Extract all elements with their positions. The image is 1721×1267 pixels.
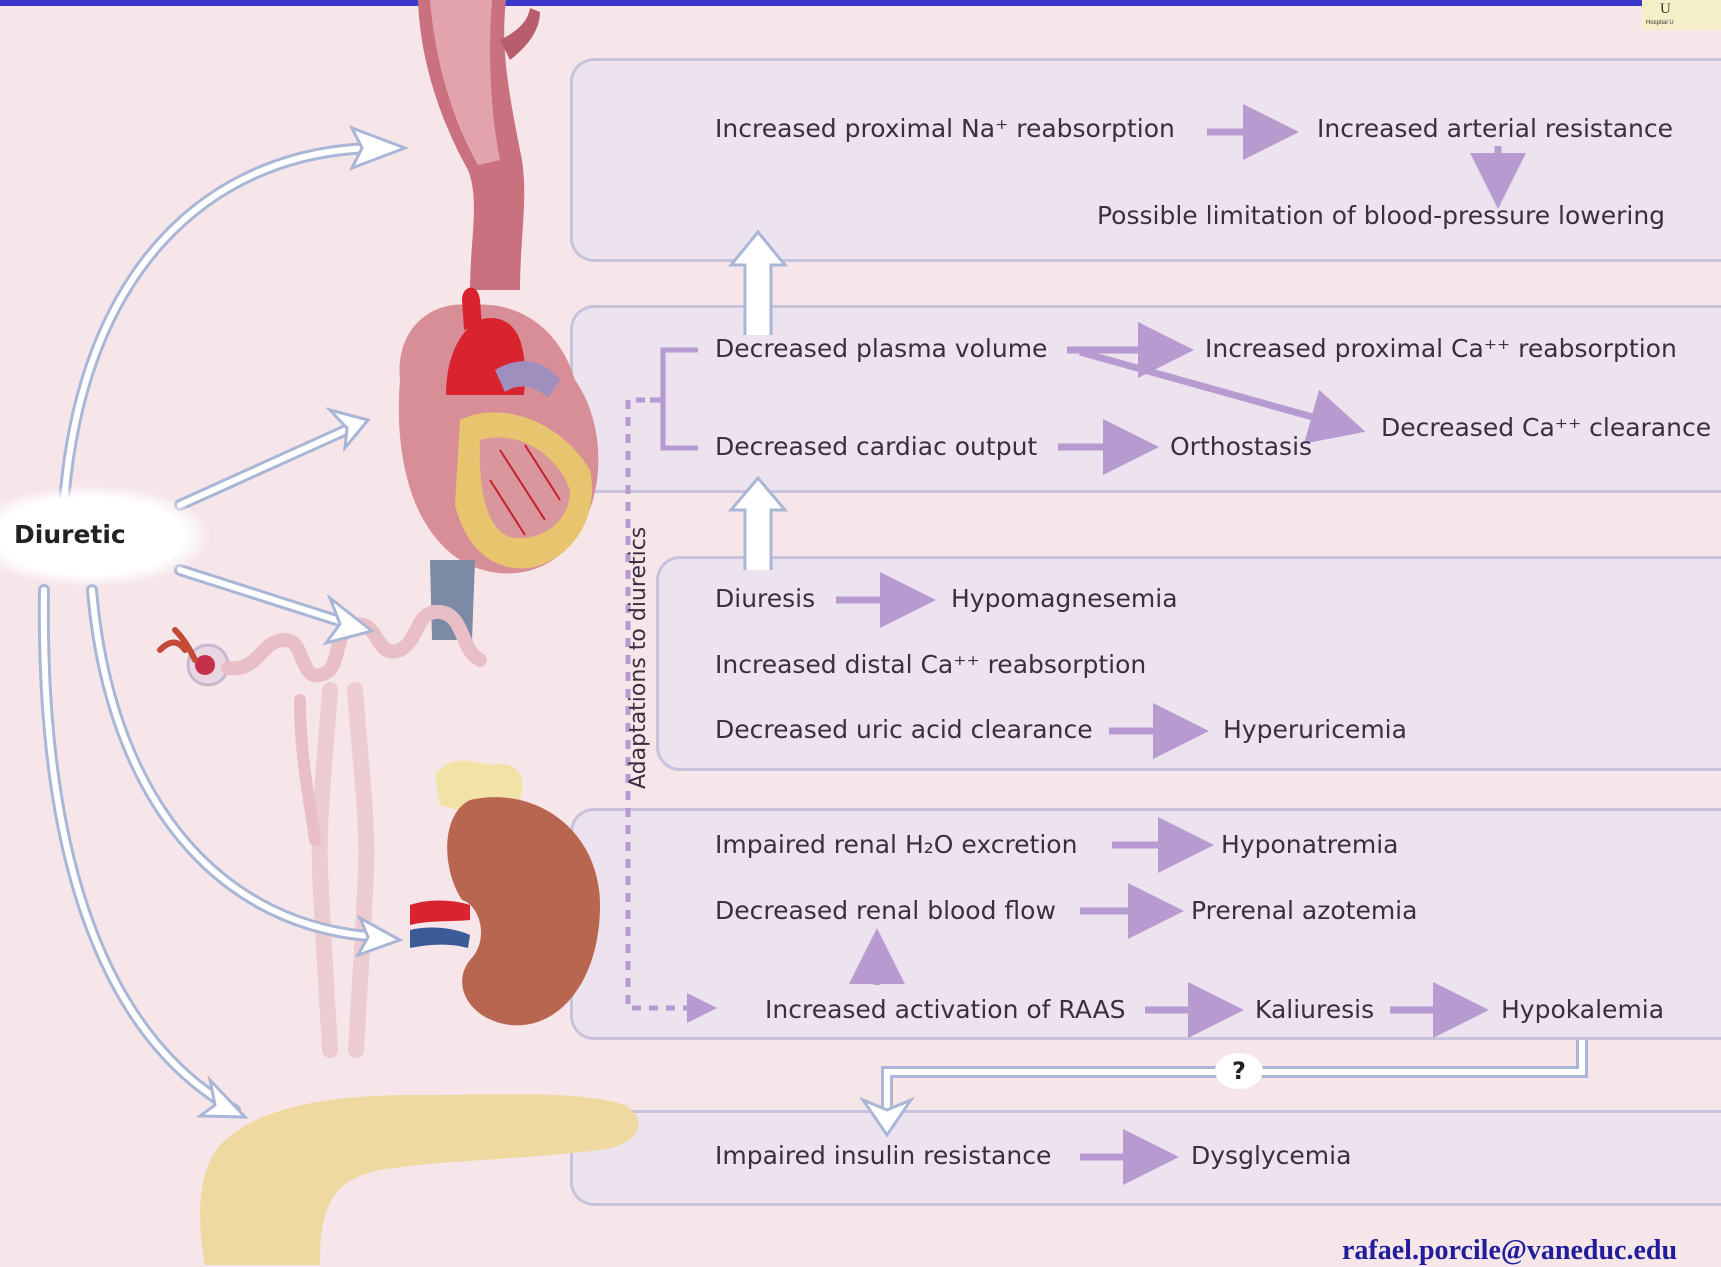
author-email: rafael.porcile@vaneduc.edu — [1342, 1235, 1677, 1267]
text-ca-clearance: Decreased Ca⁺⁺ clearance — [1381, 413, 1711, 443]
nephron-illustration — [160, 612, 480, 1050]
text-hypomagnesemia: Hypomagnesemia — [951, 584, 1178, 614]
text-uric-acid: Decreased uric acid clearance — [715, 715, 1093, 745]
text-distal-ca: Increased distal Ca⁺⁺ reabsorption — [715, 650, 1146, 680]
text-dysglycemia: Dysglycemia — [1191, 1141, 1351, 1171]
text-h2o-excretion: Impaired renal H₂O excretion — [715, 830, 1077, 860]
text-renal-flow: Decreased renal blood flow — [715, 896, 1056, 926]
text-arterial-resistance: Increased arterial resistance — [1317, 114, 1673, 144]
text-ca-reabsorption: Increased proximal Ca⁺⁺ reabsorption — [1205, 334, 1677, 364]
diuretic-label: Diuretic — [14, 520, 126, 549]
text-hyponatremia: Hyponatremia — [1221, 830, 1398, 860]
artery-illustration — [418, 0, 540, 290]
text-plasma-volume: Decreased plasma volume — [715, 334, 1047, 364]
text-cardiac-output: Decreased cardiac output — [715, 432, 1037, 462]
text-na-reabsorption: Increased proximal Na⁺ reabsorption — [715, 114, 1175, 144]
pancreas-illustration — [200, 1094, 639, 1265]
heart-illustration — [399, 288, 599, 640]
text-diuresis: Diuresis — [715, 584, 815, 614]
text-bp-limitation: Possible limitation of blood-pressure lo… — [1097, 201, 1665, 231]
upward-hollow-arrows — [731, 232, 785, 570]
question-mark: ? — [1215, 1053, 1263, 1089]
text-kaliuresis: Kaliuresis — [1255, 995, 1374, 1025]
text-hyperuricemia: Hyperuricemia — [1223, 715, 1407, 745]
kidney-illustration — [410, 761, 600, 1026]
text-hypokalemia: Hypokalemia — [1501, 995, 1664, 1025]
bracket — [650, 350, 698, 448]
text-azotemia: Prerenal azotemia — [1191, 896, 1417, 926]
diuretic-arrows — [44, 128, 405, 1117]
hypokalemia-insulin-arrow — [863, 1040, 1582, 1135]
adaptations-label: Adaptations to diuretics — [626, 527, 651, 789]
text-raas: Increased activation of RAAS — [765, 995, 1126, 1025]
text-insulin: Impaired insulin resistance — [715, 1141, 1051, 1171]
text-orthostasis: Orthostasis — [1170, 432, 1312, 462]
